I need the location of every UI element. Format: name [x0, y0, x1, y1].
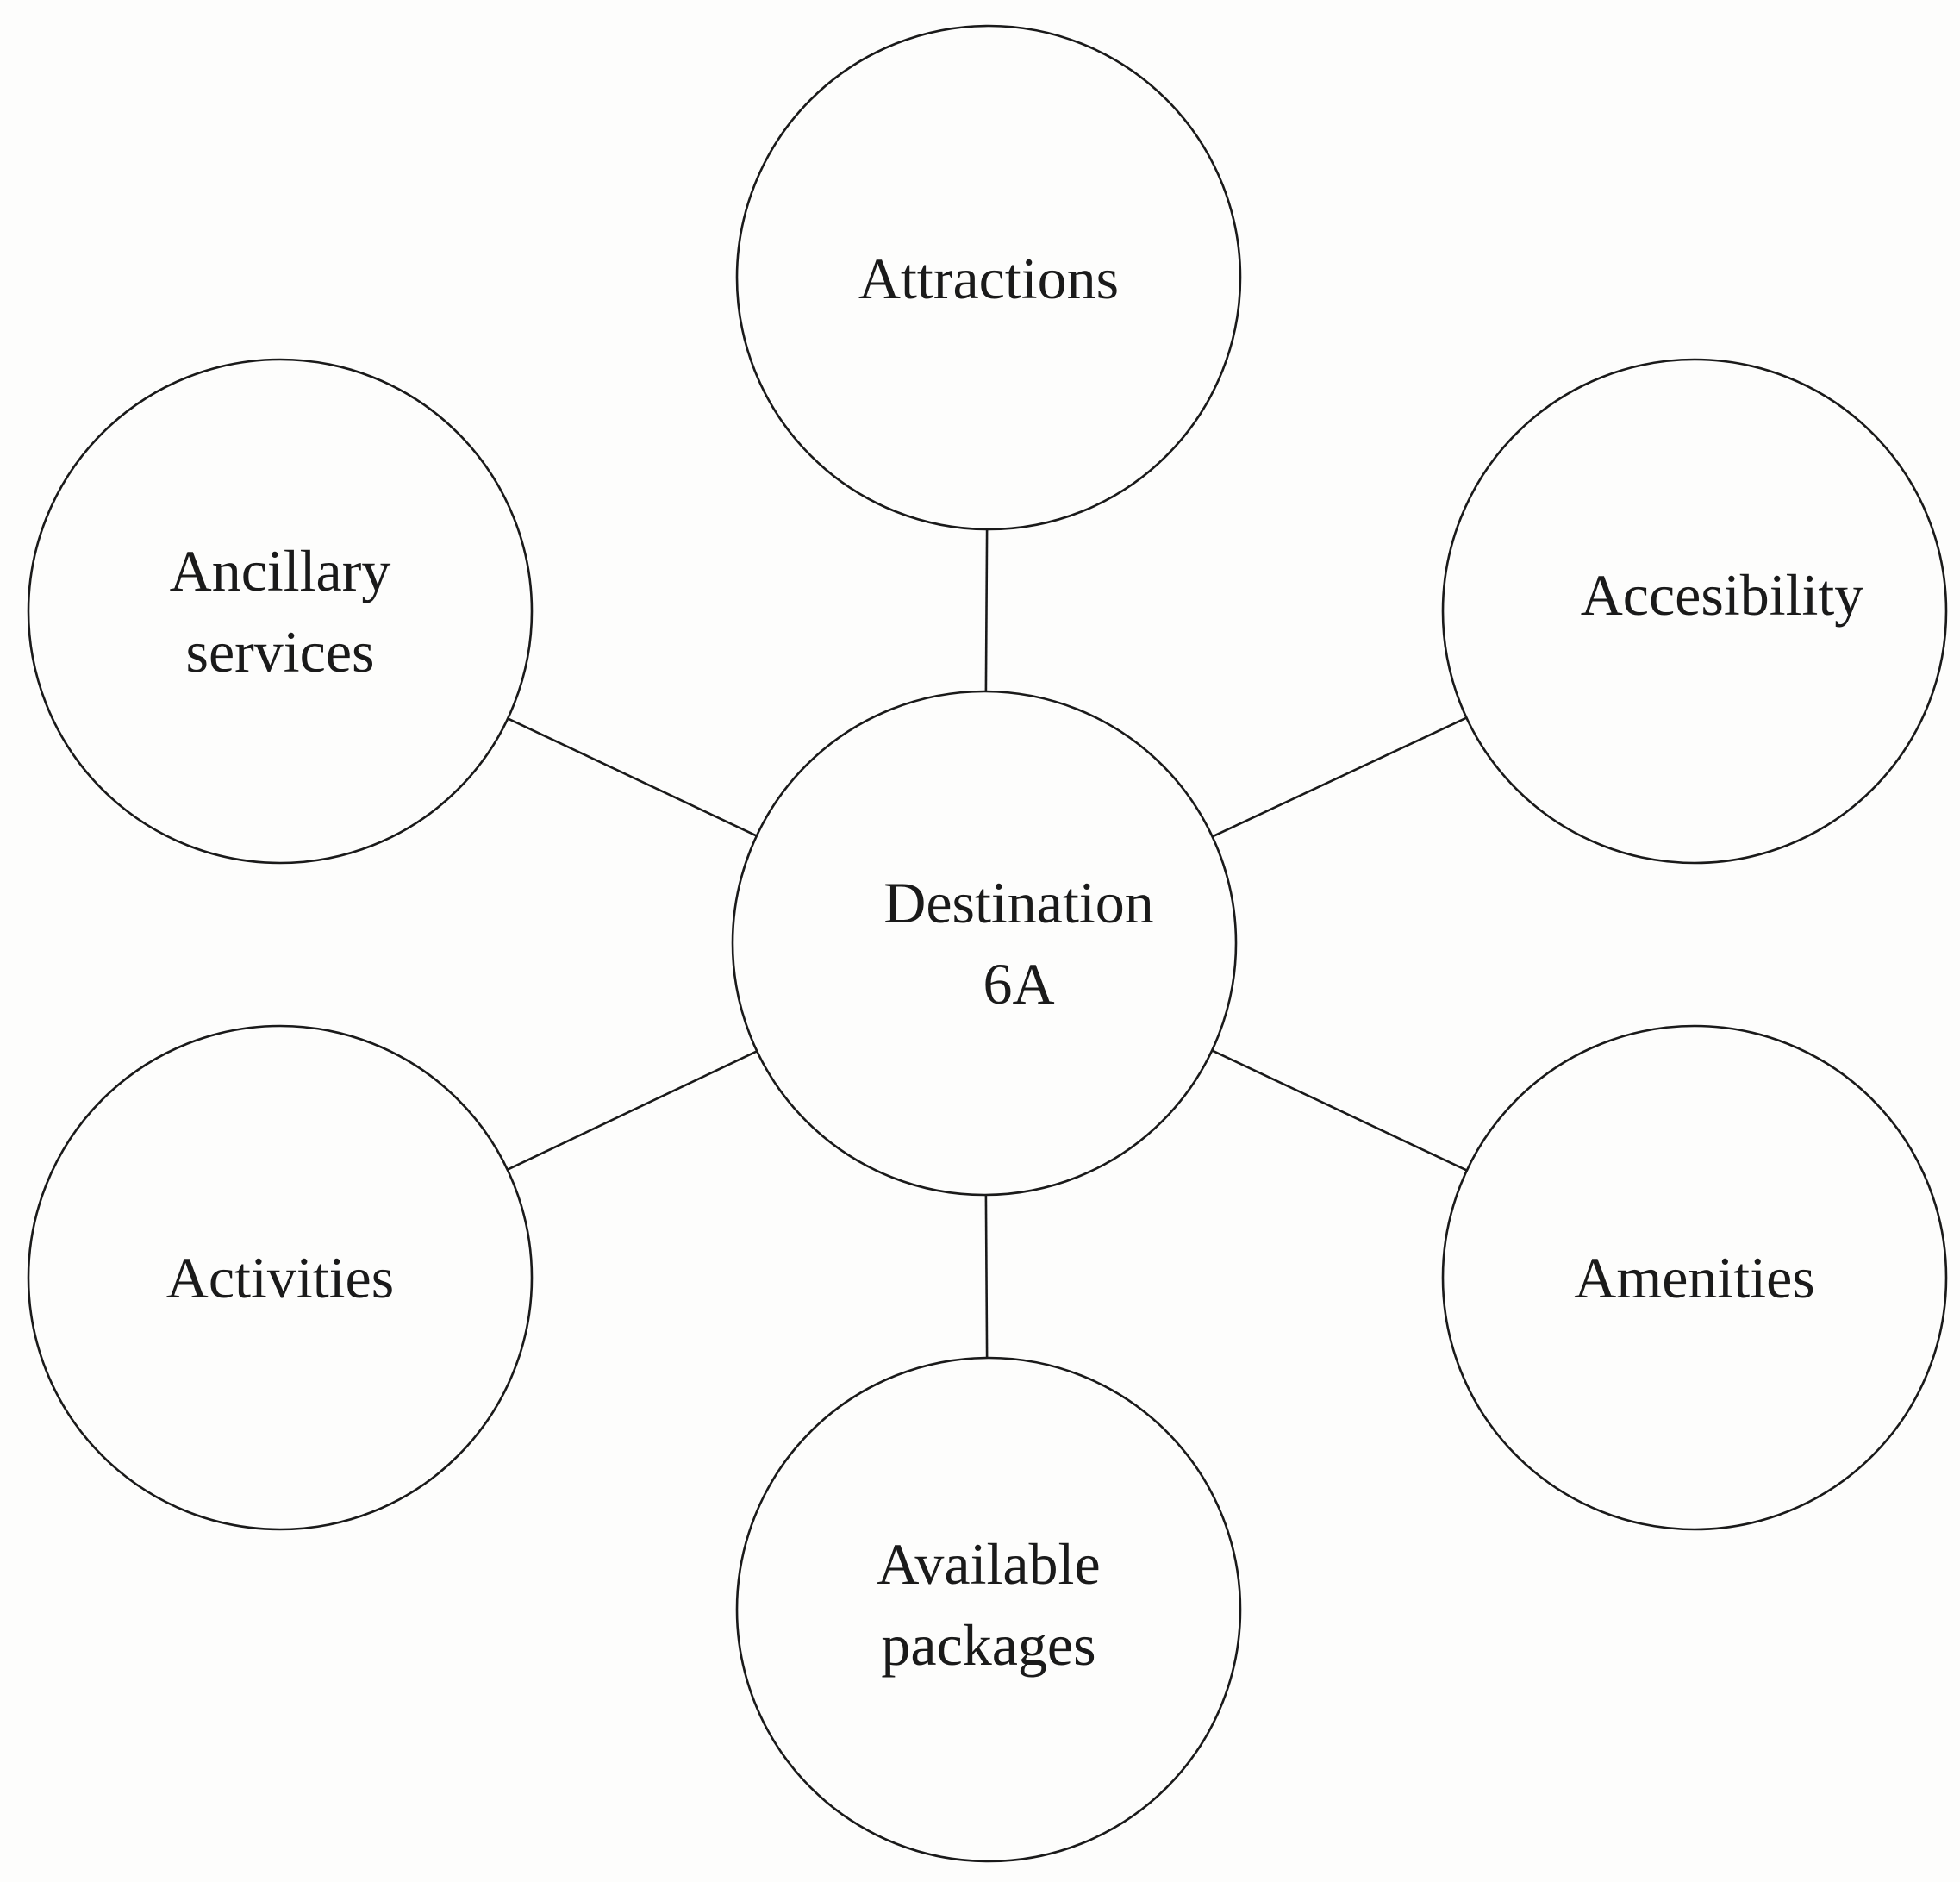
node-label-accesibility-1: Accesibility — [1581, 562, 1864, 628]
nodes: Destination 6A AttractionsAccesibilityAmen… — [27, 24, 1948, 1863]
node-circle-amenities — [1441, 1024, 1948, 1531]
node-label-attractions-1: Attractions — [858, 246, 1119, 311]
connector-ancillary-services — [507, 717, 758, 837]
node-circle-attractions — [735, 24, 1242, 531]
node-label-ancillary-services-2: services — [185, 619, 374, 685]
node-attractions: Attractions — [735, 24, 1242, 531]
connector-activities — [507, 1050, 758, 1171]
node-activities: Activities — [27, 1024, 534, 1531]
node-amenities: Amenities — [1441, 1024, 1948, 1531]
node-circle-accesibility — [1441, 358, 1948, 865]
node-label-available-packages-1: Available — [877, 1531, 1100, 1597]
node-center: Destination 6A — [731, 690, 1238, 1197]
node-label-available-packages-2: packages — [881, 1612, 1095, 1678]
node-label-activities-1: Activities — [166, 1245, 394, 1310]
connector-available-packages — [984, 1194, 989, 1359]
node-ancillary-services: Ancillary services — [27, 358, 534, 865]
connectors — [507, 528, 1468, 1359]
node-label-amenities-1: Amenities — [1574, 1245, 1815, 1310]
node-circle-ancillary-services — [27, 358, 534, 865]
node-label-ancillary-services-1: Ancillary — [170, 538, 391, 603]
node-available-packages: Available packages — [735, 1356, 1242, 1863]
node-circle-activities — [27, 1024, 534, 1531]
connector-accesibility — [1211, 716, 1468, 838]
node-label-center-1: Destination — [883, 870, 1154, 935]
connector-attractions — [984, 528, 989, 692]
connector-amenities — [1211, 1049, 1468, 1172]
node-accesibility: Accesibility — [1441, 358, 1948, 865]
node-circle-available-packages — [735, 1356, 1242, 1863]
node-label-center-2: 6A — [983, 951, 1054, 1016]
node-circle-center — [731, 690, 1238, 1197]
